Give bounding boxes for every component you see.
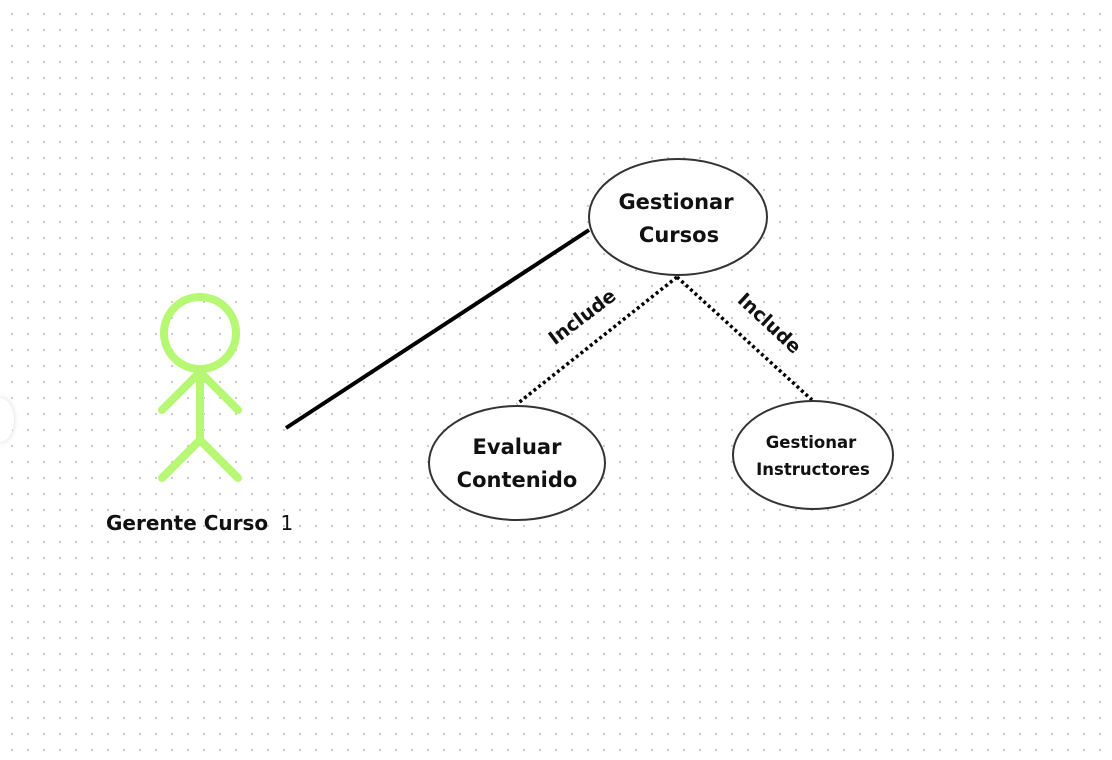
side-panel-handle[interactable]	[0, 398, 14, 442]
actor-stick-figure-icon[interactable]	[158, 293, 242, 482]
use-case-label-line2: Contenido	[457, 468, 578, 492]
include-line-evaluar[interactable]	[515, 275, 679, 406]
actor-left-leg	[158, 436, 204, 482]
actor-right-leg	[196, 436, 242, 482]
use-case-gestionar-instructores[interactable]: Gestionar Instructores	[732, 400, 894, 510]
include-label-right: Include	[733, 289, 805, 359]
use-case-label-line1: Evaluar	[473, 435, 563, 459]
use-case-gestionar-cursos[interactable]: Gestionar Cursos	[588, 158, 768, 276]
actor-head	[160, 293, 240, 373]
include-line-instructores[interactable]	[675, 275, 814, 402]
use-case-label-line1: Gestionar	[618, 190, 734, 214]
actor-right-arm	[196, 368, 242, 414]
use-case-label-line2: Cursos	[639, 223, 719, 247]
use-case-evaluar-contenido[interactable]: Evaluar Contenido	[428, 405, 606, 521]
use-case-label-line2: Instructores	[756, 460, 870, 479]
include-label-left: Include	[544, 285, 620, 350]
use-case-ellipse	[732, 400, 894, 510]
use-case-ellipse	[588, 158, 768, 276]
actor-label: Gerente Curso 1	[106, 511, 293, 535]
use-case-label-line1: Gestionar	[766, 433, 857, 452]
actor-left-arm	[158, 368, 204, 414]
association-line[interactable]	[284, 228, 591, 430]
use-case-ellipse	[428, 405, 606, 521]
